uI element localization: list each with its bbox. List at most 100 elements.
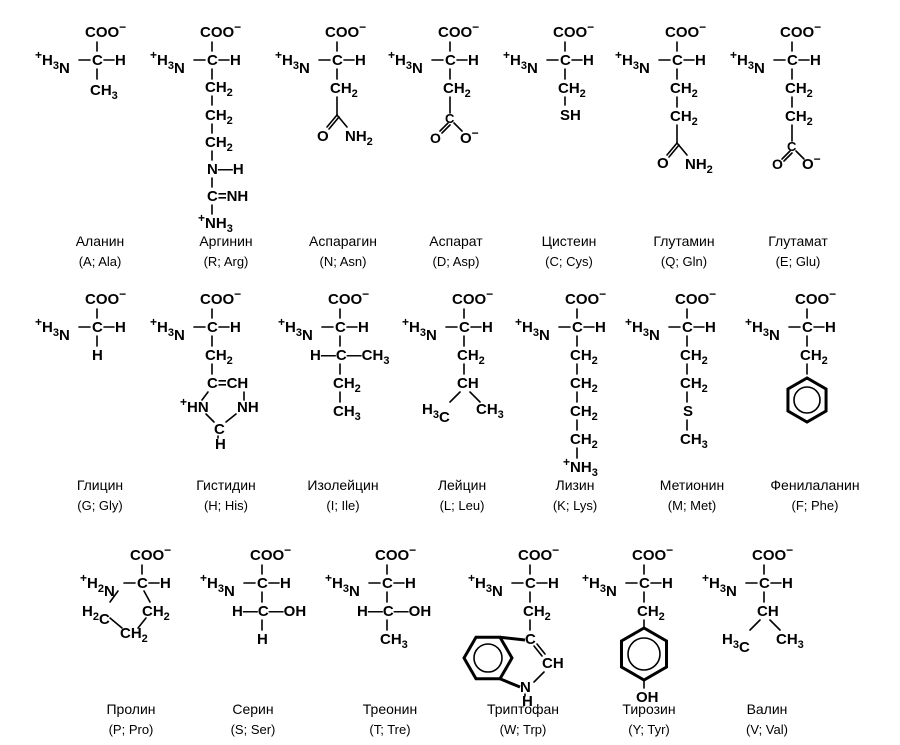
svg-text:H: H [825,319,836,336]
svg-text:CH2: CH2 [443,80,471,100]
svg-text:O: O [772,156,783,172]
svg-text:+H3N: +H3N [582,571,617,600]
amino-acid-code: (P; Pro) [109,722,154,737]
svg-text:C: C [207,52,218,69]
amino-acid-code: (R; Arg) [204,254,249,269]
amino-acid-name: Гистидин [196,477,256,493]
amino-acid-11-caption: Лизин(K; Lys) [553,477,597,513]
svg-text:CH2: CH2 [205,79,233,99]
amino-acid-7-caption: Глицин(G; Gly) [77,477,123,513]
svg-text:H3C: H3C [722,631,750,656]
amino-acid-16-caption: Треонин(T; Tre) [363,701,417,737]
svg-text:CH2: CH2 [670,108,698,128]
amino-acid-code: (E; Glu) [776,254,821,269]
svg-text:NH2: NH2 [685,156,713,176]
amino-acid-code: (L; Leu) [440,498,485,513]
amino-acid-code: (S; Ser) [231,722,276,737]
svg-text:CH: CH [457,375,479,392]
svg-text:C: C [92,319,103,336]
svg-text:COO−: COO− [452,287,493,308]
svg-text:C=CH: C=CH [207,375,248,392]
svg-text:H: H [482,319,493,336]
svg-text:NH: NH [237,399,259,416]
svg-text:CH2: CH2 [800,347,828,367]
amino-acid-code: (I; Ile) [326,498,359,513]
svg-text:H: H [468,52,479,69]
svg-text:H: H [160,575,171,592]
svg-text:COO−: COO− [85,20,126,41]
svg-text:CH: CH [542,655,564,672]
svg-text:CH2: CH2 [785,80,813,100]
svg-text:CH2: CH2 [680,347,708,367]
amino-acid-9-caption: Изолейцин(I; Ile) [307,477,378,513]
svg-text:C: C [525,575,536,592]
svg-text:COO−: COO− [565,287,606,308]
amino-acid-code: (F; Phe) [792,498,839,513]
svg-text:C: C [787,52,798,69]
amino-acid-name: Валин [747,701,788,717]
svg-text:H: H [230,52,241,69]
amino-acid-code: (Q; Gln) [661,254,707,269]
amino-acid-code: (C; Cys) [545,254,593,269]
svg-text:+H3N: +H3N [702,571,737,600]
amino-acid-code: (W; Trp) [500,722,547,737]
svg-text:CH2: CH2 [670,80,698,100]
svg-text:CH3: CH3 [333,403,361,423]
svg-text:H3C: H3C [422,401,450,426]
amino-acid-name: Серин [232,701,273,717]
svg-text:S: S [683,403,693,420]
svg-text:COO−: COO− [325,20,366,41]
svg-text:H: H [280,575,291,592]
amino-acid-8-caption: Гистидин(H; His) [196,477,256,513]
svg-text:COO−: COO− [375,543,416,564]
svg-text:C: C [459,319,470,336]
amino-acid-name: Фенилаланин [770,477,859,493]
svg-text:H: H [782,575,793,592]
svg-text:H: H [662,575,673,592]
svg-text:+H3N: +H3N [730,48,765,77]
svg-text:COO−: COO− [518,543,559,564]
svg-text:H: H [115,52,126,69]
svg-text:CH2: CH2 [785,108,813,128]
svg-text:H: H [522,693,533,710]
amino-acid-4-caption: Цистеин(C; Cys) [542,233,597,269]
svg-text:H: H [548,575,559,592]
amino-acid-code: (A; Ala) [79,254,122,269]
svg-text:H: H [358,319,369,336]
svg-text:CH2: CH2 [205,347,233,367]
svg-text:COO−: COO− [85,287,126,308]
amino-acid-name: Аспарагин [309,233,377,249]
svg-text:O−: O− [460,126,479,147]
svg-text:+H3N: +H3N [150,48,185,77]
svg-text:C: C [525,631,536,648]
svg-text:C: C [382,575,393,592]
svg-text:H: H [355,52,366,69]
svg-text:CH2: CH2 [205,107,233,127]
svg-text:H: H [215,436,226,453]
amino-acid-code: (K; Lys) [553,498,597,513]
svg-text:CH2: CH2 [570,403,598,423]
svg-text:+NH3: +NH3 [563,455,598,479]
svg-text:COO−: COO− [200,287,241,308]
svg-text:CH3: CH3 [776,631,804,651]
amino-acid-code: (T; Tre) [369,722,410,737]
amino-acid-13-caption: Фенилаланин (F; Phe) [770,477,859,513]
svg-text:SH: SH [560,107,581,124]
svg-text:O−: O− [802,152,821,173]
amino-acid-6-caption: Глутамат(E; Glu) [768,233,828,269]
amino-acid-code: (D; Asp) [433,254,480,269]
svg-text:C: C [445,111,455,126]
svg-text:COO−: COO− [250,543,291,564]
svg-text:H: H [583,52,594,69]
svg-text:O: O [657,155,669,172]
